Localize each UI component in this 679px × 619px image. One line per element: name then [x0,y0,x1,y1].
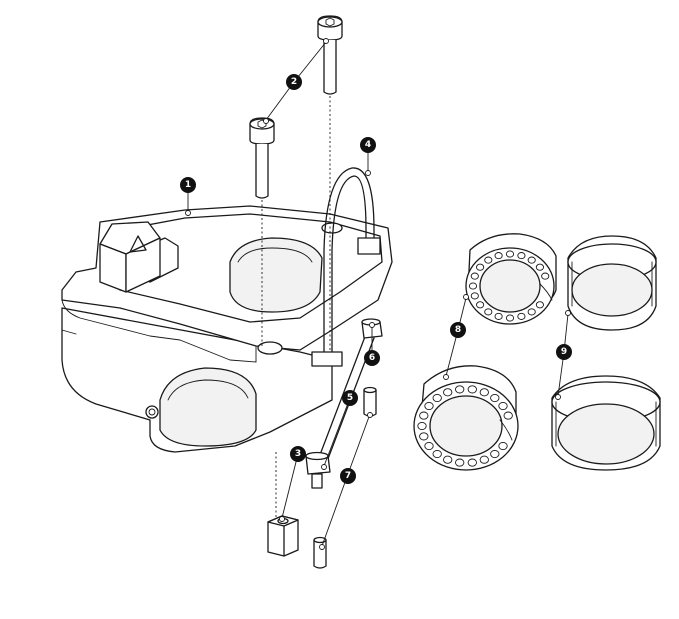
insert-hole [490,393,500,403]
bolt-short [249,117,275,199]
insert-hole [527,308,536,316]
callout-5: 5 [342,390,358,406]
insert-hole [432,393,442,403]
insert-hole [479,388,489,397]
insert-hole [443,388,453,397]
ring-insert-bottom [413,365,519,471]
insert-hole [467,385,477,394]
svg-text:5: 5 [347,393,353,403]
svg-text:1: 1 [185,180,191,190]
svg-text:3: 3 [295,449,301,459]
clamp-body [61,205,393,453]
insert-hole [424,401,434,411]
insert-hole [505,250,515,258]
insert-hole [468,282,478,290]
ring-insert-top [465,233,557,325]
callout-9: 9 [556,344,572,360]
insert-hole [484,256,493,264]
insert-hole [432,449,442,459]
insert-hole [527,256,536,264]
insert-hole [505,314,515,322]
callout-2: 2 [286,74,302,90]
insert-hole [494,252,503,260]
svg-text:9: 9 [561,347,567,357]
svg-text:4: 4 [365,140,371,150]
insert-hole [490,449,500,459]
leader-lines [185,38,571,550]
callout-1: 1 [180,177,196,193]
insert-hole [503,411,513,420]
insert-hole [517,312,526,320]
insert-hole [470,272,479,280]
plain-insert-top [567,235,657,331]
insert-hole [467,458,477,467]
callout-3: 3 [290,446,306,462]
insert-hole [455,458,465,467]
svg-text:8: 8 [455,325,461,335]
svg-text:2: 2 [291,77,297,87]
insert-hole [479,455,489,464]
svg-text:6: 6 [369,353,375,363]
callout-7: 7 [340,468,356,484]
insert-hole [484,308,493,316]
insert-hole [476,301,485,309]
pressure-tube [311,167,381,367]
callout-6: 6 [364,350,380,366]
insert-hole [417,421,427,431]
insert-hole [419,411,429,420]
insert-hole [476,263,485,271]
callout-4: 4 [360,137,376,153]
insert-hole [470,292,479,300]
insert-hole [535,301,544,309]
svg-text:7: 7 [345,471,351,481]
insert-hole [443,455,453,464]
insert-hole [455,385,465,394]
bolt-long [317,15,343,95]
pin-upper [363,386,377,417]
callout-8: 8 [450,322,466,338]
insert-hole [498,401,508,411]
insert-hole [541,272,550,280]
insert-hole [498,441,508,451]
square-nut [267,515,299,557]
insert-hole [494,312,503,320]
insert-hole [419,432,429,441]
pin-lower [313,536,327,569]
insert-hole [517,252,526,260]
plain-insert-bottom [551,375,661,471]
insert-hole [424,441,434,451]
insert-hole [535,263,544,271]
